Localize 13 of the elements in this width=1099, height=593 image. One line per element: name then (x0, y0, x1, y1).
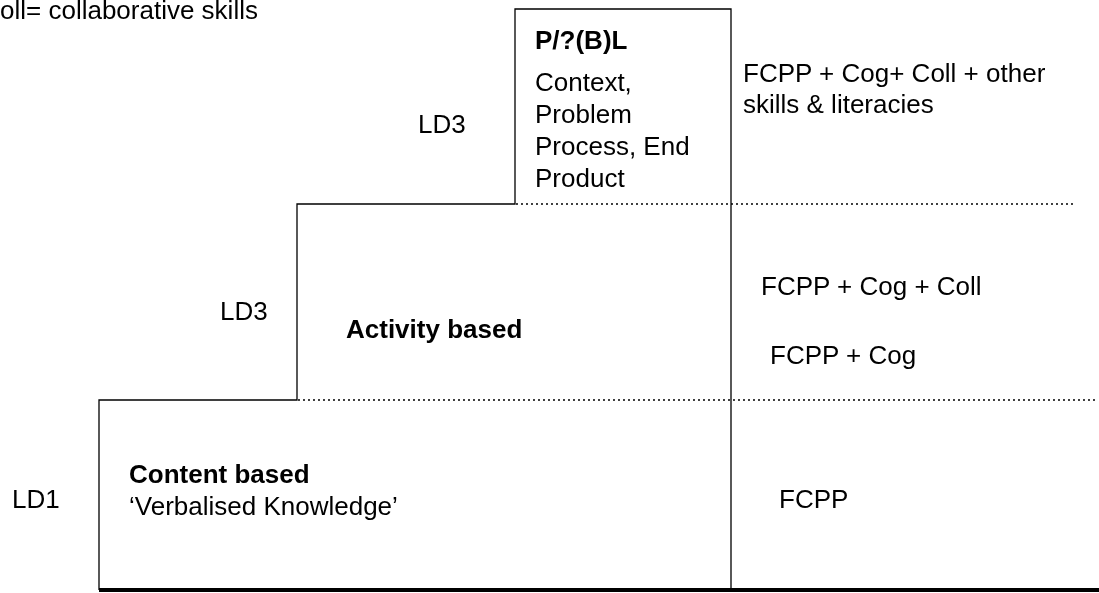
level-label: LD1 (12, 483, 61, 515)
skills-text: FCPP + Cog+ Coll + other skills & literacies (743, 58, 1047, 120)
level-label: LD3 (418, 108, 467, 140)
legend-note: oll= collaborative skills (0, 0, 259, 26)
step-heading: P/?(B)L (535, 24, 629, 56)
skills-text: FCPP + Cog + Coll (761, 270, 983, 302)
step-description: ‘Verbalised Knowledge’ (129, 490, 399, 522)
skills-text: FCPP + Cog (770, 339, 918, 371)
step-heading: Content based (129, 458, 311, 490)
level-label: LD3 (220, 295, 269, 327)
skills-text: FCPP (779, 483, 850, 515)
step-heading: Activity based (346, 313, 524, 345)
step-description: Context, Problem Process, End Product (535, 66, 691, 194)
